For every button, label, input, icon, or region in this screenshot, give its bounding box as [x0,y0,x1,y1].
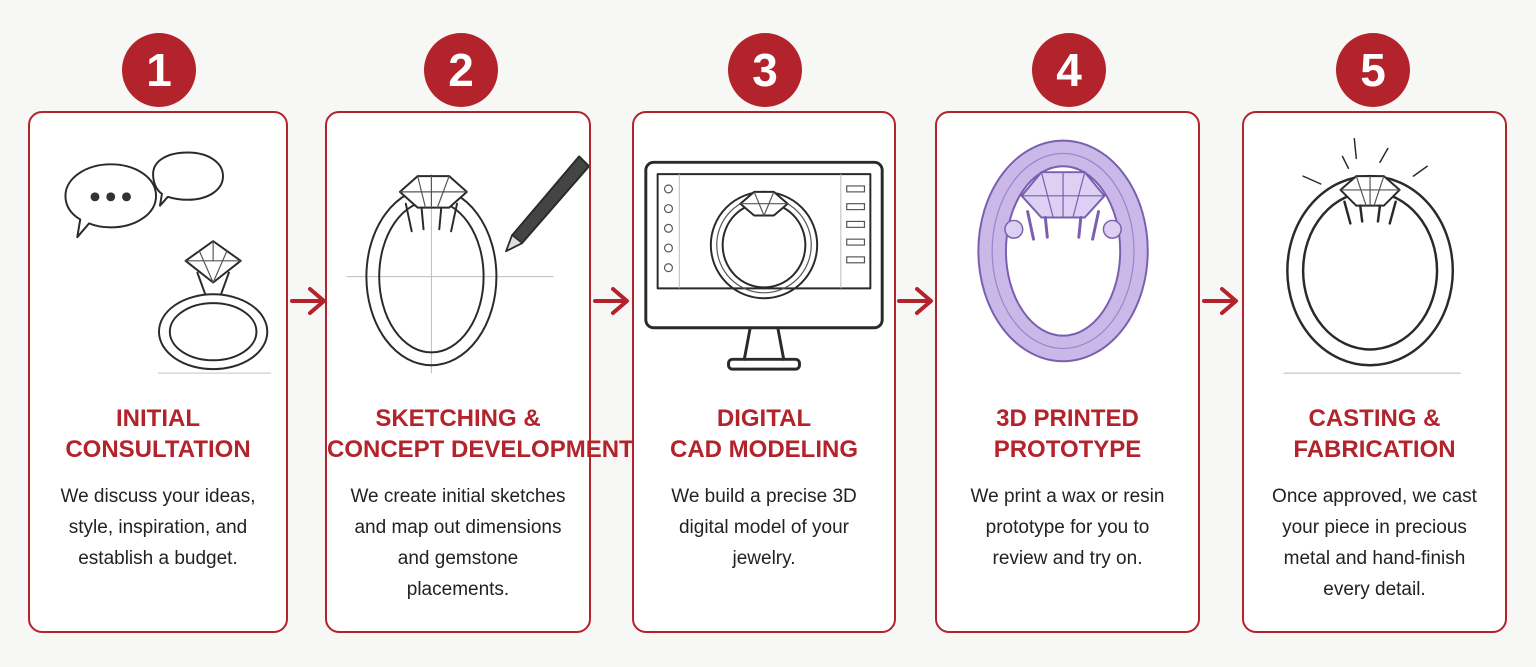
step-card-consultation: INITIAL CONSULTATION We discuss your ide… [28,111,288,633]
cad-illustration [644,160,884,371]
step-number-badge: 5 [1336,33,1410,107]
step-number-badge: 2 [424,33,498,107]
speech-bubbles-icon [64,151,224,239]
step-description: Once approved, we cast your piece in pre… [1272,486,1477,600]
step-card-cad-modeling: DIGITAL CAD MODELING We build a precise … [632,111,896,633]
step-description: We create initial sketches and map out d… [350,486,566,600]
step-description: We build a precise 3D digital model of y… [671,486,857,569]
arrow-right-icon [593,287,629,315]
step-description: We discuss your ideas, style, inspiratio… [60,486,256,569]
step-title: DIGITAL CAD MODELING [670,405,858,463]
arrow-right-icon [290,287,326,315]
step-card-fabrication: CASTING & FABRICATION Once approved, we … [1242,111,1507,633]
arrow-right-icon [1202,287,1238,315]
step-title: CASTING & FABRICATION [1293,405,1456,463]
computer-monitor-icon [644,160,884,371]
step-title: SKETCHING & CONCEPT DEVELOPMENT [327,405,634,463]
step-description: We print a wax or resin prototype for yo… [970,486,1165,569]
fabrication-illustration [1283,137,1461,374]
sketching-illustration [346,155,589,374]
ring-sketch-icon [346,174,554,374]
ring-icon [158,240,272,374]
step-card-prototype: 3D PRINTED PROTOTYPE We print a wax or r… [935,111,1200,633]
step-number-badge: 4 [1032,33,1106,107]
pencil-icon [504,155,589,253]
prototype-illustration [977,139,1149,363]
finished-ring-icon [1283,137,1461,374]
prototype-ring-icon [977,139,1149,363]
step-number-badge: 3 [728,33,802,107]
step-title: INITIAL CONSULTATION [65,405,251,463]
wireframe-ring-icon [709,190,819,300]
arrow-right-icon [897,287,933,315]
step-title: 3D PRINTED PROTOTYPE [993,405,1142,463]
step-number-badge: 1 [122,33,196,107]
consultation-illustration [64,151,272,374]
step-card-sketching: SKETCHING & CONCEPT DEVELOPMENT We creat… [325,111,634,633]
